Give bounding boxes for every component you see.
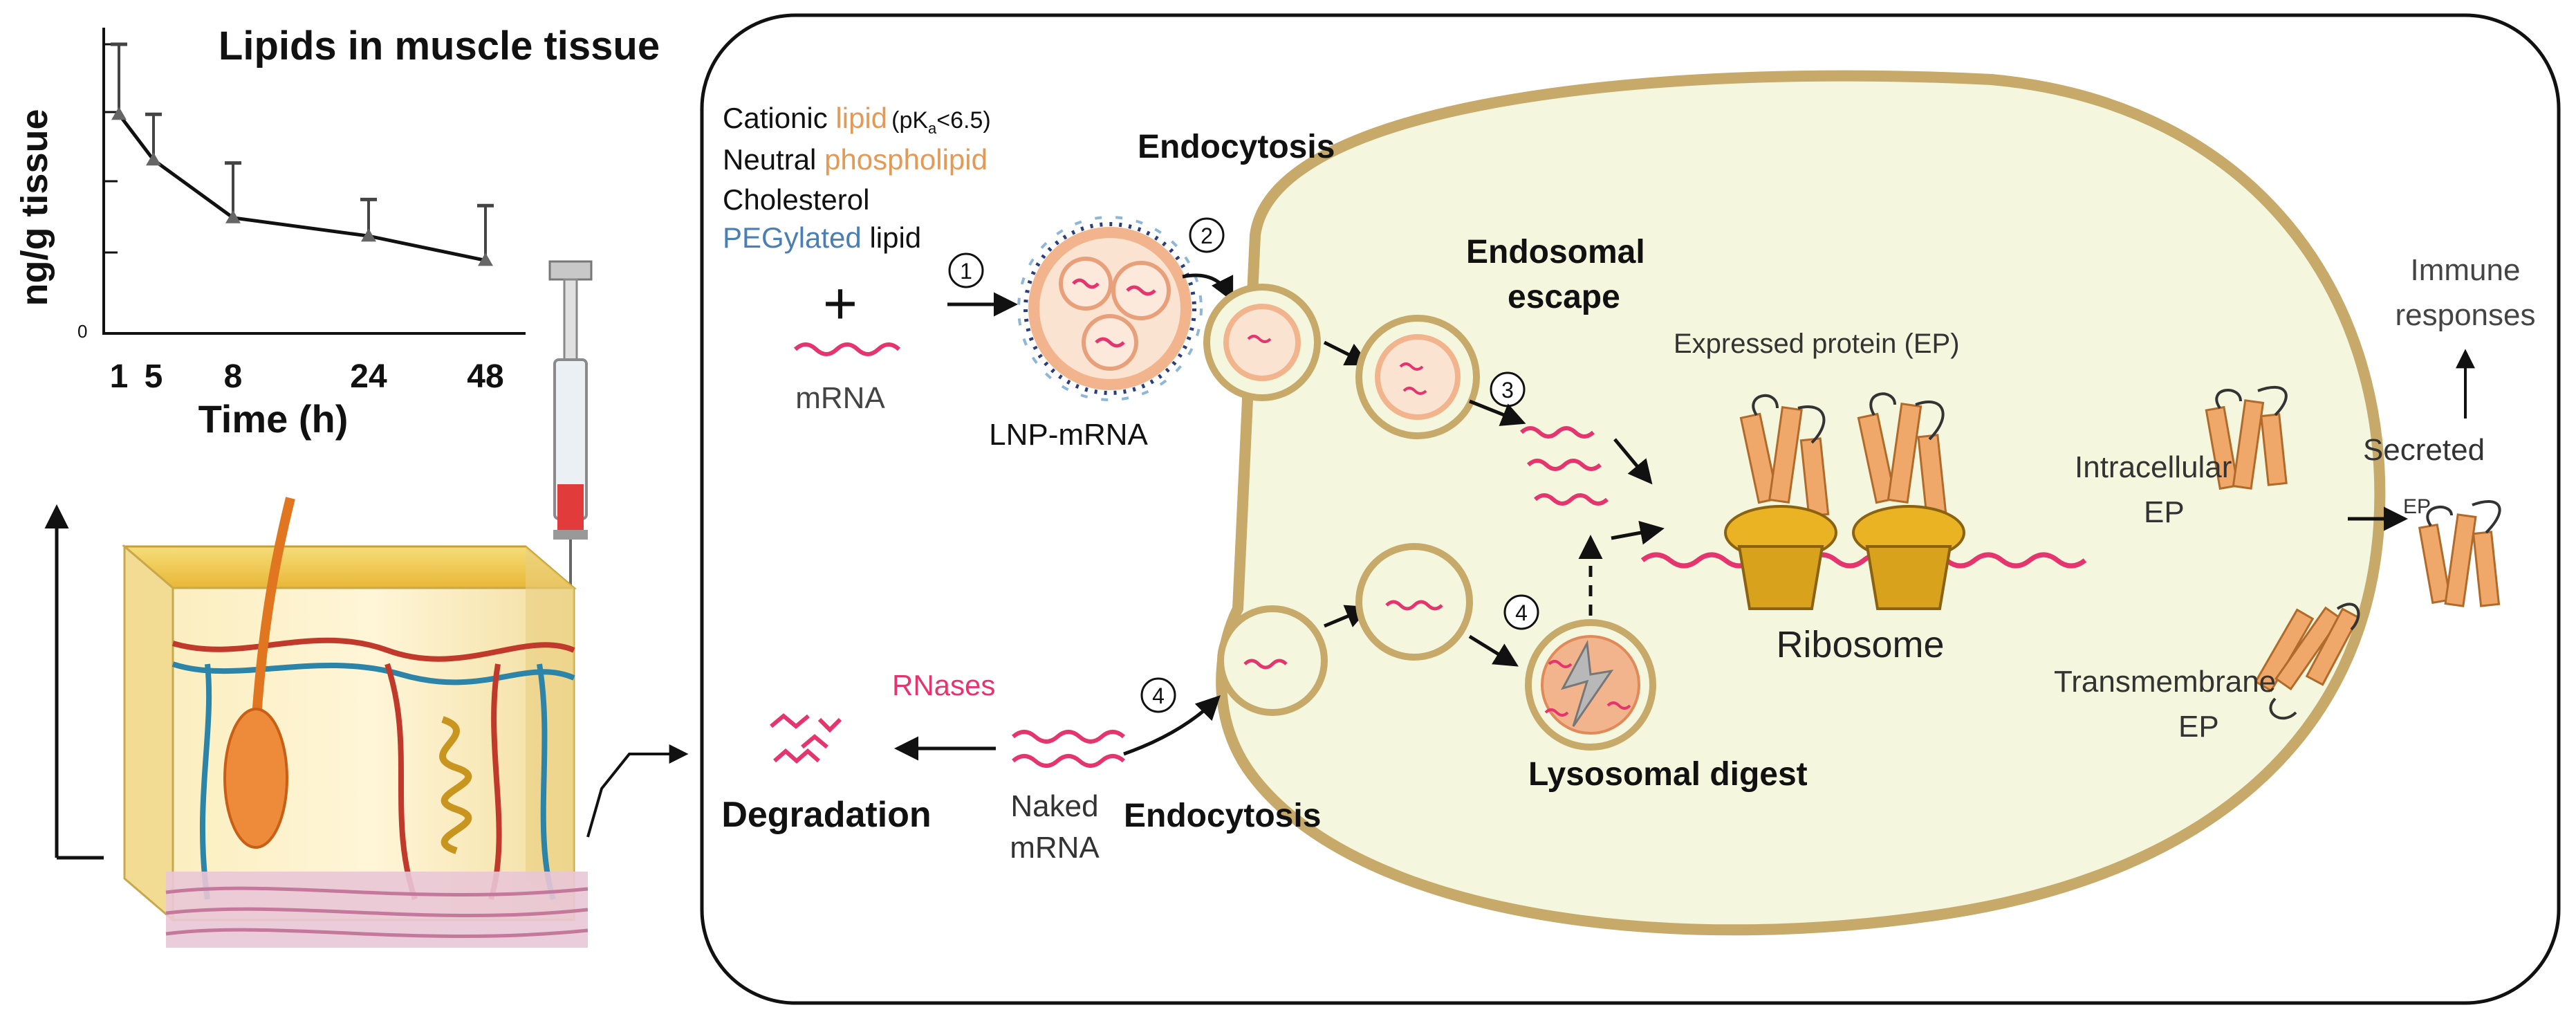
data-point <box>478 252 493 266</box>
step-2-marker <box>1189 217 1225 253</box>
lipid-line-3: Cholesterol <box>723 183 869 216</box>
svg-text:Neutral phospholipid: Neutral phospholipid <box>723 143 988 176</box>
degraded-mrna-fragments <box>770 713 842 764</box>
step-2-number: 2 <box>1201 223 1213 248</box>
lipid-line-2-colored: phospholipid <box>824 143 988 176</box>
mrna-strand <box>793 342 901 356</box>
intracellular-label-line-2: EP <box>2144 495 2185 529</box>
lipid-pk-sub: a <box>928 120 937 137</box>
budding-endosome <box>1203 284 1321 401</box>
transmembrane-protein <box>2254 603 2360 720</box>
syringe-illustration <box>548 260 593 595</box>
early-endosome <box>1355 315 1480 439</box>
rnases-label: RNases <box>892 669 995 701</box>
lipid-pk-prefix: (pK <box>891 107 928 134</box>
naked-mrna-line-1: Naked <box>1010 789 1098 823</box>
immune-responses-line-1: Immune <box>2411 253 2521 287</box>
chart-x-ticks: 1 5 8 24 48 <box>110 358 504 395</box>
x-tick-label: 24 <box>350 358 387 395</box>
transmembrane-label-line-2: EP <box>2178 710 2219 744</box>
lnp-particle <box>1017 216 1203 401</box>
immune-responses-line-2: responses <box>2395 298 2535 332</box>
x-tick-label: 48 <box>467 358 503 395</box>
chart-marks <box>111 42 494 266</box>
ribosome-mrna <box>1640 552 2087 569</box>
step-1-marker <box>948 252 984 288</box>
chart-x-axis-label: Time (h) <box>198 397 349 441</box>
secreted-label: Secreted <box>2363 433 2485 467</box>
step-4-number-upper: 4 <box>1515 600 1528 625</box>
lipid-line-1-prefix: Cationic <box>723 102 835 134</box>
ribosome-label: Ribosome <box>1776 624 1944 665</box>
step-4-marker-upper <box>1503 594 1539 630</box>
lipid-line-1-colored: lipid <box>835 102 887 134</box>
degradation-label: Degradation <box>721 795 931 835</box>
svg-text:Cationic lipid(pKa<6.5): Cationic lipid(pKa<6.5) <box>723 102 991 137</box>
lysosomal-digest-label: Lysosomal digest <box>1528 756 1808 793</box>
naked-mrna-strand <box>1012 730 1125 768</box>
arrow-naked-endocytosis <box>1123 695 1221 756</box>
arrow-to-ribosome-top <box>1613 438 1653 485</box>
lnp-mrna-label: LNP-mRNA <box>989 418 1148 452</box>
lipid-line-chart: Lipids in muscle tissue ng/g tissue 0 1 … <box>14 24 660 441</box>
arrow-step-2 <box>1182 273 1234 302</box>
intracellular-label-line-1: Intracellular <box>2075 450 2232 484</box>
arrow-to-ribosome-mid <box>1611 520 1665 545</box>
naked-mrna-endosome <box>1355 543 1473 661</box>
secreted-protein <box>2418 500 2501 607</box>
released-mrna <box>1519 426 1609 506</box>
endosomal-escape-line-1: Endosomal <box>1466 234 1645 270</box>
endocytosis-bottom-label: Endocytosis <box>1124 798 1321 834</box>
step-4-marker-lower <box>1140 677 1176 713</box>
ribosome-1 <box>1724 505 1837 610</box>
lipid-line-2-prefix: Neutral <box>723 143 824 176</box>
x-tick-label: 1 <box>110 358 129 395</box>
cell-membrane <box>1216 70 2386 936</box>
naked-mrna-line-2: mRNA <box>1010 831 1100 865</box>
expressed-protein-label: Expressed protein (EP) <box>1674 329 1960 359</box>
step-1-number: 1 <box>960 259 972 284</box>
x-tick-label: 5 <box>145 358 163 395</box>
skin-tissue-illustration <box>44 497 689 948</box>
expressed-protein-2 <box>1857 392 1947 517</box>
endosomal-escape-line-2: escape <box>1508 279 1620 315</box>
data-point <box>361 228 376 242</box>
naked-mrna-endosome-bud <box>1217 605 1328 716</box>
endocytosis-top-label: Endocytosis <box>1138 129 1335 165</box>
data-point <box>146 152 161 166</box>
arrow-to-lysosome <box>1468 634 1519 667</box>
svg-text:PEGylated lipid: PEGylated lipid <box>723 221 921 254</box>
lipid-line-4-suffix: lipid <box>862 221 921 254</box>
intracellular-protein <box>2205 386 2288 490</box>
lysosome <box>1525 619 1656 751</box>
mrna-label: mRNA <box>795 381 885 415</box>
series-line <box>118 113 486 262</box>
lipid-component-list: Cationic lipid(pKa<6.5) Neutral phosphol… <box>723 102 991 254</box>
data-point <box>111 107 127 120</box>
chart-y-tick-label: 0 <box>77 321 87 342</box>
x-tick-label: 8 <box>224 358 243 395</box>
data-point <box>225 210 241 223</box>
lipid-line-4-colored: PEGylated <box>723 221 862 254</box>
lipid-pk-suffix: <6.5) <box>936 107 990 134</box>
chart-y-ticks <box>104 43 118 254</box>
expressed-protein-1 <box>1739 394 1830 517</box>
step-4-number-lower: 4 <box>1152 683 1165 708</box>
arrow-step-3 <box>1469 399 1526 426</box>
ribosome-2 <box>1852 505 1965 610</box>
step-3-number: 3 <box>1501 378 1514 403</box>
chart-y-axis-label: ng/g tissue <box>14 109 55 306</box>
plus-sign: + <box>823 270 858 337</box>
chart-title: Lipids in muscle tissue <box>219 24 660 68</box>
transmembrane-label-line-1: Transmembrane <box>2054 665 2276 699</box>
